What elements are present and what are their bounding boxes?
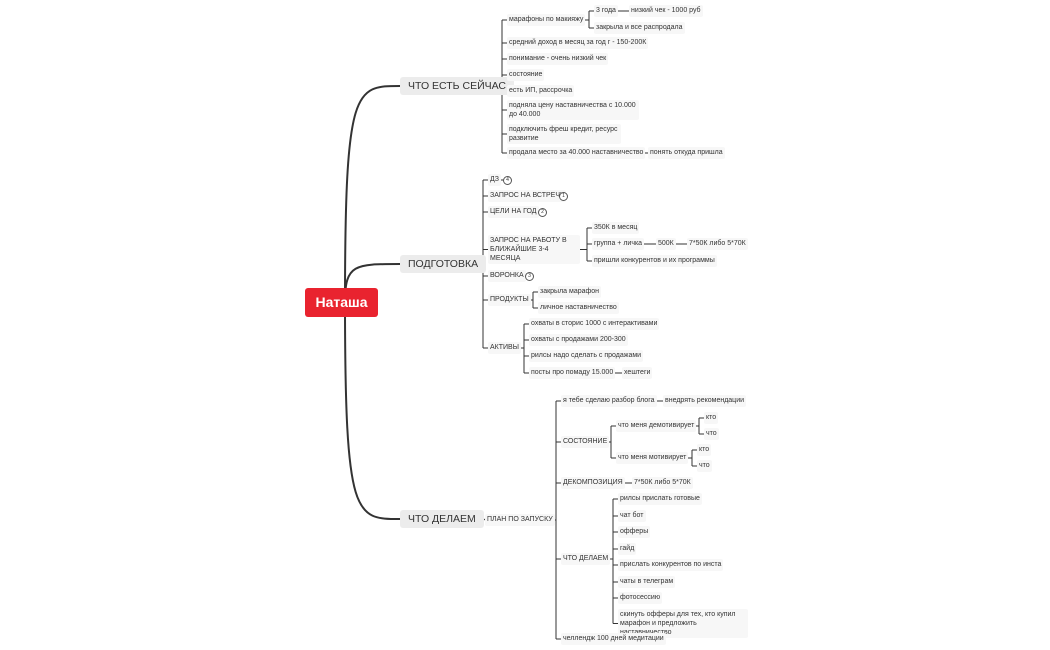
node-what1[interactable]: что [704,428,719,440]
node-offers[interactable]: офферы [618,526,651,538]
node-reach-sales[interactable]: охваты с продажами 200-300 [529,334,628,346]
node-meeting[interactable]: ЗАПРОС НА ВСТРЕЧУ [488,190,567,202]
node-hashtags[interactable]: хештеги [622,367,653,379]
connector-branch-now [344,85,401,303]
node-connect-credit[interactable]: подключить фреш кредит, ресурс развитие [507,124,621,144]
node-personal-mentoring[interactable]: личное наставничество [538,302,619,314]
node-low-check[interactable]: низкий чек - 1000 руб [629,5,703,17]
badge-funnel: 3 [525,272,534,281]
connector-launch-plan [555,400,561,640]
badge-meeting: 1 [559,192,568,201]
node-goals[interactable]: ЦЕЛИ НА ГОД [488,206,539,218]
badge-goals: 2 [538,208,547,217]
node-products[interactable]: ПРОДУКТЫ [488,294,531,306]
root-node[interactable]: Наташа [305,288,378,317]
node-competitors[interactable]: пришли конкурентов и их программы [592,255,717,267]
connector-doing-sub [610,498,618,624]
branch-prep[interactable]: ПОДГОТОВКА [400,255,487,273]
node-ip[interactable]: есть ИП, рассрочка [507,85,575,97]
node-photoshoot[interactable]: фотосессию [618,592,663,604]
badge-dz: 4 [503,176,512,185]
connector-doing [483,518,486,521]
node-work-request[interactable]: ЗАПРОС НА РАБОТУ В БЛИЖАЙШИЕ 3-4 МЕСЯЦА [488,235,580,264]
node-motivates[interactable]: что меня мотивирует [616,452,689,464]
node-chatbot[interactable]: чат бот [618,510,646,522]
connector-assets [521,323,529,374]
node-what2[interactable]: что [697,460,712,472]
node-tg-chats[interactable]: чаты в телеграм [618,576,676,588]
connector-demotivates [696,417,704,435]
node-lipstick-posts[interactable]: посты про помаду 15.000 [529,367,616,379]
node-avg-income[interactable]: средний доход в месяц за год г - 150-200… [507,37,649,49]
node-assets[interactable]: АКТИВЫ [488,342,521,354]
node-state-doing[interactable]: СОСТОЯНИЕ [561,436,610,448]
node-350k[interactable]: 350К в месяц [592,222,640,234]
node-decomposition[interactable]: ДЕКОМПОЗИЦИЯ [561,477,625,489]
branch-doing[interactable]: ЧТО ДЕЛАЕМ [400,510,484,528]
node-blog-review[interactable]: я тебе сделаю разбор блога [561,395,657,407]
node-sold-place[interactable]: продала место за 40.000 наставничество [507,147,646,159]
branch-now[interactable]: ЧТО ЕСТЬ СЕЙЧАС [400,77,514,95]
node-who1[interactable]: кто [704,412,719,424]
node-closed-sold[interactable]: закрыла и все распродала [594,22,685,34]
node-marathons[interactable]: марафоны по макияжу [507,14,586,26]
node-who2[interactable]: кто [697,444,712,456]
connector-branch-doing [344,301,401,520]
node-500k[interactable]: 500К [656,238,676,250]
node-raised-price[interactable]: подняла цену наставничества с 10.000 до … [507,100,639,120]
node-reach-stories[interactable]: охваты в сторис 1000 с интерактивами [529,318,660,330]
node-implement[interactable]: внедрять рекомендации [663,395,747,407]
node-closed-marathon[interactable]: закрыла марафон [538,286,602,298]
node-challenge[interactable]: челлендж 100 дней медитации [561,633,666,645]
node-doing-sub[interactable]: ЧТО ДЕЛАЕМ [561,553,611,565]
node-demotivates[interactable]: что меня демотивирует [616,420,697,432]
node-understanding[interactable]: понимание - очень низкий чек [507,53,609,65]
connector-work-request [580,227,592,262]
node-where-from[interactable]: понять откуда пришла [648,147,725,159]
connector-marathons [585,10,594,29]
node-state[interactable]: состояние [507,69,545,81]
node-dz[interactable]: ДЗ [488,174,501,186]
node-launch-plan[interactable]: ПЛАН ПО ЗАПУСКУ [485,514,555,526]
node-decomp-value[interactable]: 7*50К либо 5*70К [632,477,693,489]
connector-products [531,291,538,309]
connector-state [609,425,616,459]
node-guide[interactable]: гайд [618,543,637,555]
node-reels-ready[interactable]: рилсы прислать готовые [618,493,702,505]
node-reels-sales[interactable]: рилсы надо сделать с продажами [529,350,644,362]
connector-motivates [688,449,697,467]
node-calc[interactable]: 7*50К либо 5*70К [687,238,748,250]
node-funnel[interactable]: ВОРОНКА [488,270,526,282]
node-three-years[interactable]: 3 года [594,5,618,17]
node-group-personal[interactable]: группа + личка [592,238,645,250]
node-insta-comp[interactable]: прислать конкурентов по инста [618,559,724,571]
